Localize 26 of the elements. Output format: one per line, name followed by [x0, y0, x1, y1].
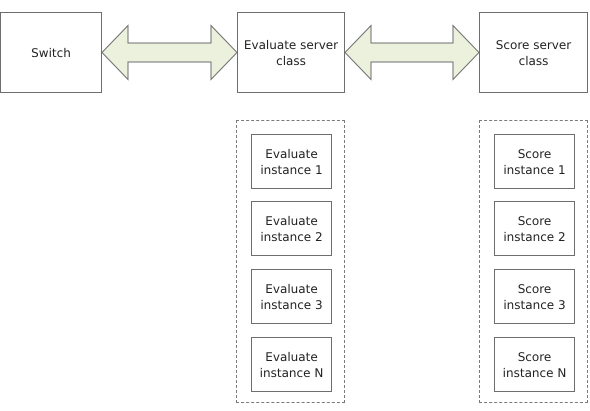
box-label: Evaluate instance N [258, 348, 324, 380]
double-block-arrow [344, 24, 480, 81]
instance-box [494, 269, 575, 324]
box-label: Evaluate instance 1 [259, 146, 324, 178]
box-label: Evaluate instance 3 [259, 280, 324, 312]
box-label: Score instance 3 [502, 280, 567, 312]
dashed-group-box [479, 120, 588, 403]
instance-box [251, 337, 332, 392]
box-label: Evaluate instance 2 [259, 212, 324, 244]
process-box [0, 12, 102, 93]
instance-box [251, 201, 332, 256]
instance-box [251, 134, 332, 189]
instance-box [494, 134, 575, 189]
process-box [237, 12, 345, 93]
box-label: Score instance 2 [502, 212, 567, 244]
process-box [479, 12, 588, 93]
box-label: Switch [31, 44, 71, 60]
box-label: Score server class [494, 36, 572, 68]
dashed-group-box [236, 120, 345, 403]
instance-box [494, 201, 575, 256]
box-label: Evaluate server class [242, 36, 340, 68]
box-label: Score instance N [502, 348, 568, 380]
double-block-arrow [101, 24, 238, 81]
box-label: Score instance 1 [502, 146, 567, 178]
instance-box [494, 337, 575, 392]
instance-box [251, 269, 332, 324]
